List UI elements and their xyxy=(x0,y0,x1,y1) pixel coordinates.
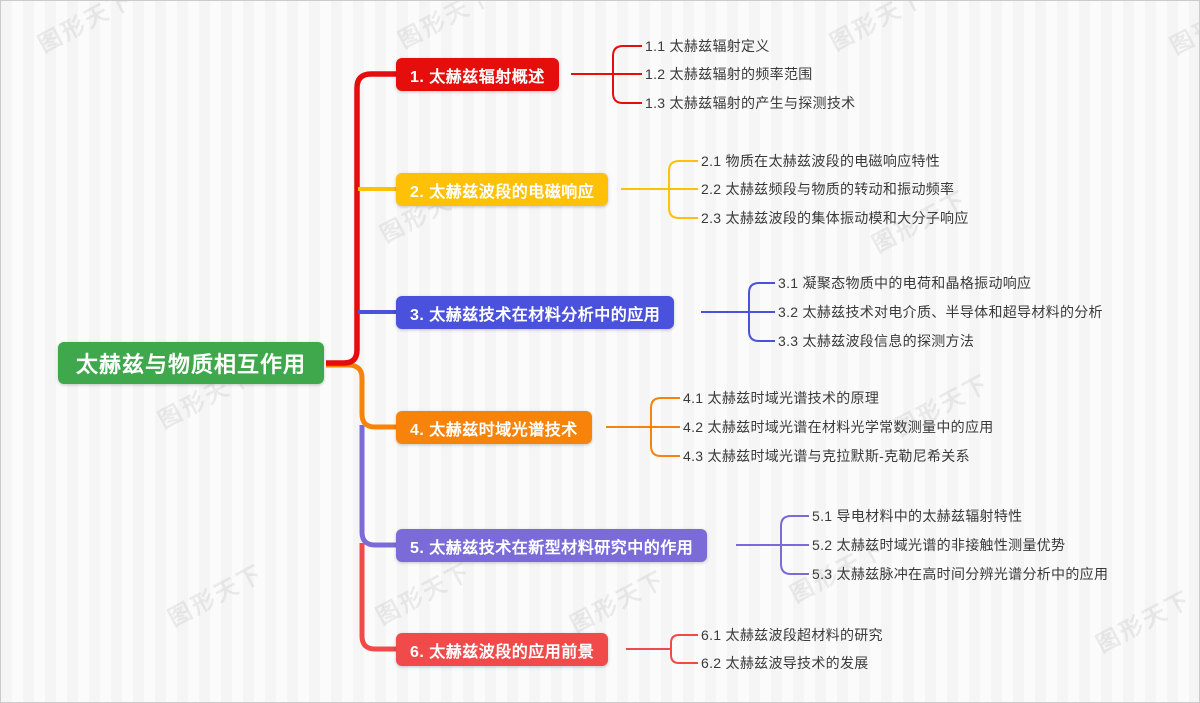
subtopic-2-3[interactable]: 2.3 太赫兹波段的集体振动模和大分子响应 xyxy=(701,210,969,226)
subtopic-4-3[interactable]: 4.3 太赫兹时域光谱与克拉默斯-克勒尼希关系 xyxy=(683,448,970,464)
subtopic-3-3[interactable]: 3.3 太赫兹波段信息的探测方法 xyxy=(778,333,975,349)
subtopic-1-1[interactable]: 1.1 太赫兹辐射定义 xyxy=(645,38,770,54)
bracket-branch4 xyxy=(606,397,680,457)
subtopic-4-2[interactable]: 4.2 太赫兹时域光谱在材料光学常数测量中的应用 xyxy=(683,419,994,435)
branch-topic-3[interactable]: 3. 太赫兹技术在材料分析中的应用 xyxy=(396,296,675,329)
bracket-branch6 xyxy=(626,634,698,664)
subtopic-2-1[interactable]: 2.1 物质在太赫兹波段的电磁响应特性 xyxy=(701,153,941,169)
trunk-branch6 xyxy=(359,543,397,652)
subtopic-5-1[interactable]: 5.1 导电材料中的太赫兹辐射特性 xyxy=(812,508,1023,524)
subtopic-3-2[interactable]: 3.2 太赫兹技术对电介质、半导体和超导材料的分析 xyxy=(778,304,1103,320)
bracket-branch5 xyxy=(736,515,809,575)
subtopic-5-3[interactable]: 5.3 太赫兹脉冲在高时间分辨光谱分析中的应用 xyxy=(812,566,1109,582)
bracket-branch2 xyxy=(621,160,698,219)
branch-topic-6[interactable]: 6. 太赫兹波段的应用前景 xyxy=(396,633,609,666)
subtopic-1-3[interactable]: 1.3 太赫兹辐射的产生与探测技术 xyxy=(645,95,856,111)
bracket-branch3 xyxy=(701,282,775,342)
branch-topic-2[interactable]: 2. 太赫兹波段的电磁响应 xyxy=(396,173,609,206)
branch-topic-1[interactable]: 1. 太赫兹辐射概述 xyxy=(396,58,559,91)
subtopic-6-1[interactable]: 6.1 太赫兹波段超材料的研究 xyxy=(701,627,883,643)
branch-topic-4[interactable]: 4. 太赫兹时域光谱技术 xyxy=(396,411,592,444)
subtopic-1-2[interactable]: 1.2 太赫兹辐射的频率范围 xyxy=(645,66,813,82)
subtopic-5-2[interactable]: 5.2 太赫兹时域光谱的非接触性测量优势 xyxy=(812,537,1066,553)
root-topic[interactable]: 太赫兹与物质相互作用 xyxy=(58,342,325,384)
subtopic-2-2[interactable]: 2.2 太赫兹频段与物质的转动和振动频率 xyxy=(701,181,955,197)
subtopic-3-1[interactable]: 3.1 凝聚态物质中的电荷和晶格振动响应 xyxy=(778,275,1032,291)
trunk-branch5 xyxy=(359,425,397,548)
bracket-branch1 xyxy=(571,45,642,104)
trunk-branch1 xyxy=(326,71,397,366)
trunk-branch4 xyxy=(326,362,397,430)
subtopic-6-2[interactable]: 6.2 太赫兹波导技术的发展 xyxy=(701,655,869,671)
branch-topic-5[interactable]: 5. 太赫兹技术在新型材料研究中的作用 xyxy=(396,529,708,562)
subtopic-4-1[interactable]: 4.1 太赫兹时域光谱技术的原理 xyxy=(683,390,880,406)
